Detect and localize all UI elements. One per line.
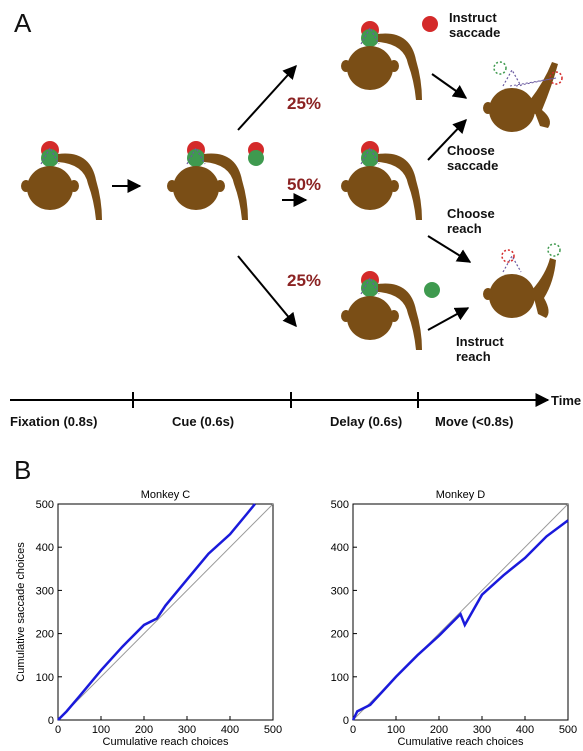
probability-bottom: 25%: [287, 271, 322, 290]
instruct-reach-target: [424, 282, 440, 298]
chart-0-xtick-label: 300: [178, 724, 196, 736]
chart-1-xtick-label: 400: [516, 724, 534, 736]
chart-1-ytick-label: 100: [331, 672, 349, 684]
chart-1-xtick-label: 100: [387, 724, 405, 736]
chart-1-data-line: [351, 519, 569, 721]
chart-0-ytick-label: 500: [36, 499, 54, 511]
chart-1-xlabel: Cumulative reach choices: [398, 736, 524, 748]
label-instruct-saccade: Instruct saccade: [449, 10, 501, 40]
chart-0-ytick-label: 100: [36, 672, 54, 684]
delay-monkey-bottom: [340, 271, 422, 350]
chart-1-xtick-label: 0: [350, 724, 356, 736]
panel-b-letter: B: [14, 455, 32, 485]
move-reach-monkey: [482, 243, 561, 319]
chart-0-xlabel: Cumulative reach choices: [103, 736, 229, 748]
bottom-to-reach-arrow: [427, 307, 470, 331]
cumulative-choice-charts: 0 100 200 300 400 500 0 100 200 300 400 500 Monkey C…: [15, 489, 577, 748]
probability-top: 25%: [287, 94, 322, 113]
chart-0-data-line: [57, 503, 256, 721]
label-choose-saccade: Choose saccade: [447, 143, 499, 173]
chart-0-ylabel: Cumulative saccade choices: [15, 542, 27, 682]
cue-green-target: [248, 150, 264, 166]
task-schematic: [10, 16, 563, 408]
chart-1-ytick-label: 300: [331, 585, 349, 597]
label-choose-reach: Choose reach: [447, 206, 495, 236]
chart-1-ytick-label: 500: [331, 499, 349, 511]
chart-0-xtick-label: 500: [264, 724, 282, 736]
middle-to-reach-arrow: [427, 235, 472, 263]
top-to-saccade-arrow: [431, 73, 468, 99]
phase-fixation: Fixation (0.8s): [10, 414, 98, 429]
probability-middle: 50%: [287, 175, 322, 194]
chart-0-xtick-label: 200: [135, 724, 153, 736]
timeline-axis-label: Time: [551, 393, 582, 408]
chart-0-xtick-label: 0: [55, 724, 61, 736]
delay-monkey-middle: [340, 141, 422, 220]
phase-cue: Cue (0.6s): [172, 414, 235, 429]
chart-1-ytick-label: 200: [331, 629, 349, 641]
middle-to-saccade-arrow: [427, 118, 467, 161]
chart-0-xtick-label: 400: [221, 724, 239, 736]
panel-a-letter: A: [14, 8, 32, 38]
chart-1-xtick-label: 200: [430, 724, 448, 736]
chart-1-title: Monkey D: [436, 489, 486, 501]
chart-1-xtick-label: 300: [473, 724, 491, 736]
chart-0-identity-line: [57, 503, 274, 721]
phase-move: Move (<0.8s): [435, 414, 514, 429]
fixation-monkey: [20, 141, 102, 220]
cue-to-bottom-arrow: [237, 255, 297, 328]
cue-monkey: [166, 141, 264, 220]
chart-0-ytick-label: 0: [48, 715, 54, 727]
label-instruct-reach: Instruct reach: [456, 334, 504, 364]
cue-to-top-arrow: [237, 64, 297, 131]
chart-1-ytick-label: 0: [343, 715, 349, 727]
move-saccade-monkey: [482, 61, 563, 133]
chart-0-ytick-label: 300: [36, 585, 54, 597]
chart-0-ytick-label: 400: [36, 542, 54, 554]
green-fixation-target: [41, 149, 59, 167]
chart-0-title: Monkey C: [141, 489, 191, 501]
chart-1-xtick-label: 500: [559, 724, 577, 736]
chart-0-ytick-label: 200: [36, 629, 54, 641]
chart-0-xtick-label: 100: [92, 724, 110, 736]
chart-1-ytick-label: 400: [331, 542, 349, 554]
phase-delay: Delay (0.6s): [330, 414, 403, 429]
instruct-saccade-target: [422, 16, 438, 32]
delay-monkey-top: [340, 21, 422, 100]
